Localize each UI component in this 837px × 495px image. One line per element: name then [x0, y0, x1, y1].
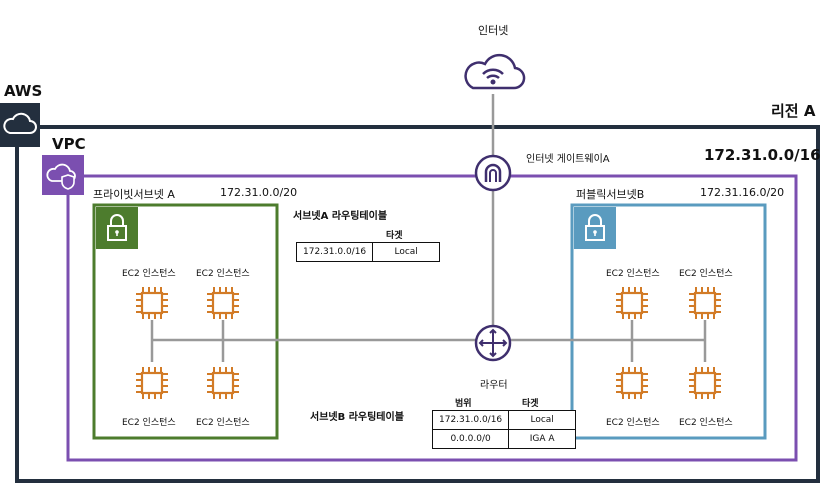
ec2-chip-icon — [134, 365, 170, 401]
aws-cloud-icon — [0, 103, 40, 147]
route-table-b-range-header: 범위 — [455, 399, 472, 409]
table-row: 172.31.0.0/16 Local — [295, 242, 441, 262]
route-range: 172.31.0.0/16 — [431, 410, 510, 430]
ec2-chip-icon — [205, 365, 241, 401]
lock-icon — [96, 207, 138, 249]
table-row: 172.31.0.0/16 Local — [431, 410, 577, 430]
route-table-a-title: 서브넷A 라우팅테이블 — [293, 211, 388, 222]
route-table-a-target-header: 타겟 — [386, 231, 403, 241]
public-subnet-box — [570, 203, 767, 440]
private-subnet-box — [92, 203, 279, 440]
ec2-label: EC2 인스턴스 — [679, 269, 733, 279]
route-target: Local — [372, 242, 441, 262]
aws-label: AWS — [4, 82, 43, 100]
ec2-chip-icon — [205, 285, 241, 321]
region-box — [15, 125, 820, 483]
ec2-label: EC2 인스턴스 — [606, 418, 660, 428]
ec2-label: EC2 인스턴스 — [606, 269, 660, 279]
vpc-cidr: 172.31.0.0/16 — [704, 146, 821, 164]
internet-cloud-icon — [459, 48, 527, 96]
ec2-label: EC2 인스턴스 — [196, 418, 250, 428]
ec2-label: EC2 인스턴스 — [122, 269, 176, 279]
vpc-cloud-shield-icon — [42, 155, 84, 195]
route-target: IGA A — [508, 429, 577, 449]
router-label: 라우터 — [480, 380, 508, 391]
route-table-a: 172.31.0.0/16 Local — [295, 242, 441, 262]
ec2-label: EC2 인스턴스 — [196, 269, 250, 279]
ec2-chip-icon — [614, 285, 650, 321]
internet-label: 인터넷 — [478, 24, 509, 37]
vpc-label: VPC — [52, 135, 86, 153]
internet-gateway-icon — [474, 154, 512, 192]
subnet-a-label: 프라이빗서브넷 A — [93, 188, 175, 201]
route-range: 0.0.0.0/0 — [431, 429, 510, 449]
ec2-chip-icon — [687, 365, 723, 401]
table-row: 0.0.0.0/0 IGA A — [431, 429, 577, 449]
subnet-b-cidr: 172.31.16.0/20 — [700, 186, 785, 199]
ec2-label: EC2 인스턴스 — [679, 418, 733, 428]
ec2-chip-icon — [687, 285, 723, 321]
route-table-b: 172.31.0.0/16 Local 0.0.0.0/0 IGA A — [431, 410, 577, 449]
ec2-chip-icon — [614, 365, 650, 401]
vpc-box — [66, 174, 798, 462]
ec2-chip-icon — [134, 285, 170, 321]
route-table-b-title: 서브넷B 라우팅테이블 — [310, 412, 404, 423]
subnet-a-cidr: 172.31.0.0/20 — [220, 186, 298, 199]
router-icon — [474, 324, 512, 362]
igw-label: 인터넷 게이트웨이A — [526, 154, 610, 165]
subnet-b-label: 퍼블릭서브넷B — [576, 188, 645, 201]
region-label: 리전 A — [771, 102, 816, 120]
lock-icon — [574, 207, 616, 249]
route-range: 172.31.0.0/16 — [295, 242, 374, 262]
route-target: Local — [508, 410, 577, 430]
ec2-label: EC2 인스턴스 — [122, 418, 176, 428]
route-table-b-target-header: 타겟 — [522, 399, 539, 409]
